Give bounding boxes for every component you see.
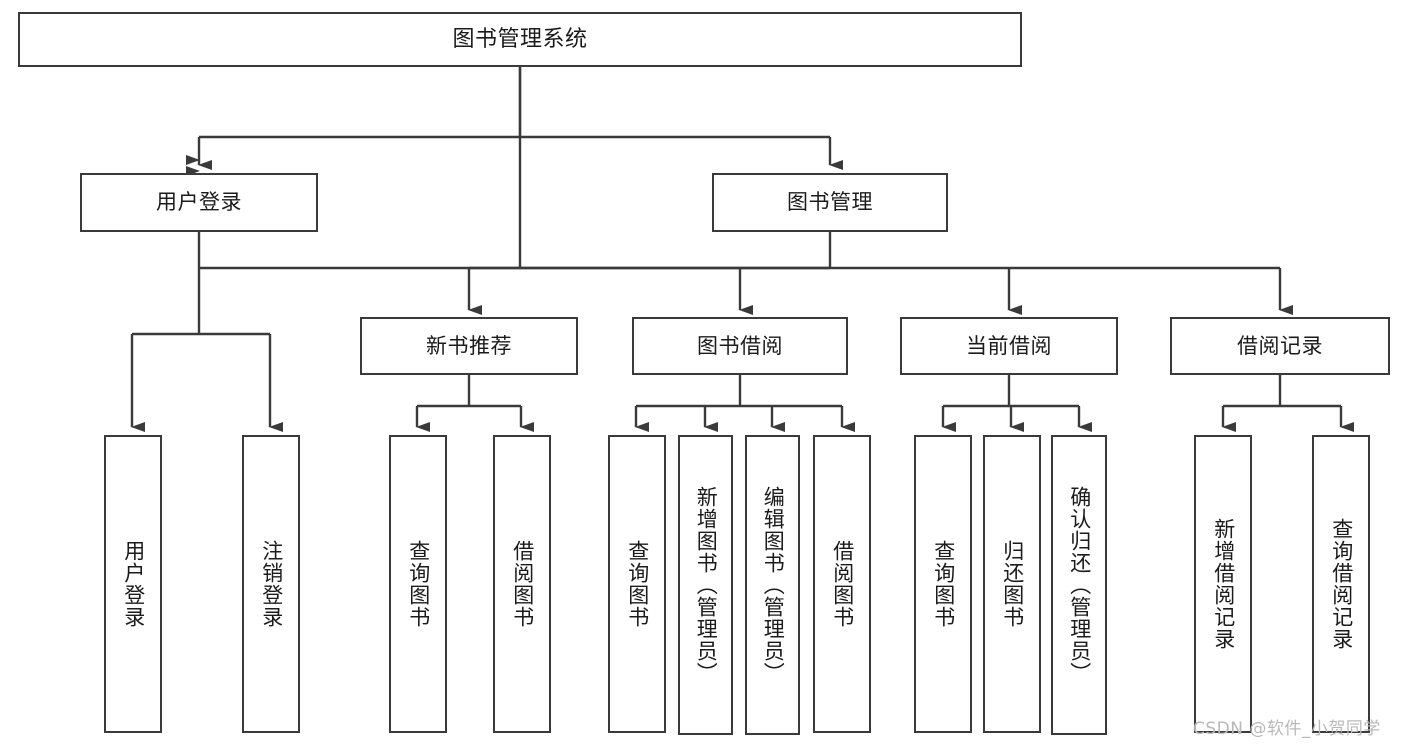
node-leaf-query-book-3[interactable]: 查询图书: [914, 435, 972, 733]
node-leaf-query-record[interactable]: 查询借阅记录: [1312, 435, 1370, 733]
node-leaf-query-book-2[interactable]: 查询图书: [608, 435, 666, 733]
node-current-borrow[interactable]: 当前借阅: [900, 317, 1118, 375]
node-leaf-add-book[interactable]: 新增图书（管理员）: [678, 435, 733, 735]
node-leaf-borrow-book-1[interactable]: 借阅图书: [493, 435, 551, 733]
node-leaf-user-login[interactable]: 用户登录: [104, 435, 162, 733]
node-leaf-user-logout[interactable]: 注销登录: [242, 435, 300, 733]
node-leaf-user-logout-label: 注销登录: [259, 540, 284, 628]
node-leaf-confirm-return-label: 确认归还（管理员）: [1067, 486, 1092, 684]
node-leaf-user-login-label: 用户登录: [121, 540, 146, 628]
node-new-book-rec-label: 新书推荐: [426, 333, 512, 358]
node-leaf-borrow-book-2[interactable]: 借阅图书: [813, 435, 871, 733]
node-leaf-return-book-label: 归还图书: [1000, 540, 1025, 628]
node-book-borrow-label: 图书借阅: [697, 333, 783, 358]
node-book-manage[interactable]: 图书管理: [712, 173, 948, 232]
node-leaf-add-book-label: 新增图书（管理员）: [694, 486, 719, 684]
node-book-manage-label: 图书管理: [787, 190, 873, 215]
node-leaf-add-record[interactable]: 新增借阅记录: [1194, 435, 1252, 733]
node-leaf-return-book[interactable]: 归还图书: [983, 435, 1041, 733]
node-leaf-query-book-2-label: 查询图书: [625, 540, 650, 628]
node-leaf-query-book-3-label: 查询图书: [931, 540, 956, 628]
node-book-borrow[interactable]: 图书借阅: [632, 317, 848, 375]
node-leaf-query-record-label: 查询借阅记录: [1329, 518, 1354, 650]
node-leaf-confirm-return[interactable]: 确认归还（管理员）: [1051, 435, 1107, 735]
node-leaf-query-book-1[interactable]: 查询图书: [389, 435, 447, 733]
node-leaf-edit-book-label: 编辑图书（管理员）: [761, 486, 786, 684]
node-current-borrow-label: 当前借阅: [966, 333, 1052, 358]
node-leaf-edit-book[interactable]: 编辑图书（管理员）: [745, 435, 800, 735]
node-root[interactable]: 图书管理系统: [18, 12, 1022, 67]
node-new-book-rec[interactable]: 新书推荐: [360, 317, 578, 375]
node-user-login[interactable]: 用户登录: [80, 173, 318, 232]
node-leaf-add-record-label: 新增借阅记录: [1211, 518, 1236, 650]
node-leaf-borrow-book-1-label: 借阅图书: [510, 540, 535, 628]
node-user-login-label: 用户登录: [156, 190, 242, 215]
node-root-label: 图书管理系统: [452, 26, 588, 52]
csdn-watermark: CSDN @软件_小贺同学: [1193, 719, 1381, 739]
node-leaf-query-book-1-label: 查询图书: [406, 540, 431, 628]
node-borrow-record-label: 借阅记录: [1237, 333, 1323, 358]
node-borrow-record[interactable]: 借阅记录: [1170, 317, 1390, 375]
node-leaf-borrow-book-2-label: 借阅图书: [830, 540, 855, 628]
